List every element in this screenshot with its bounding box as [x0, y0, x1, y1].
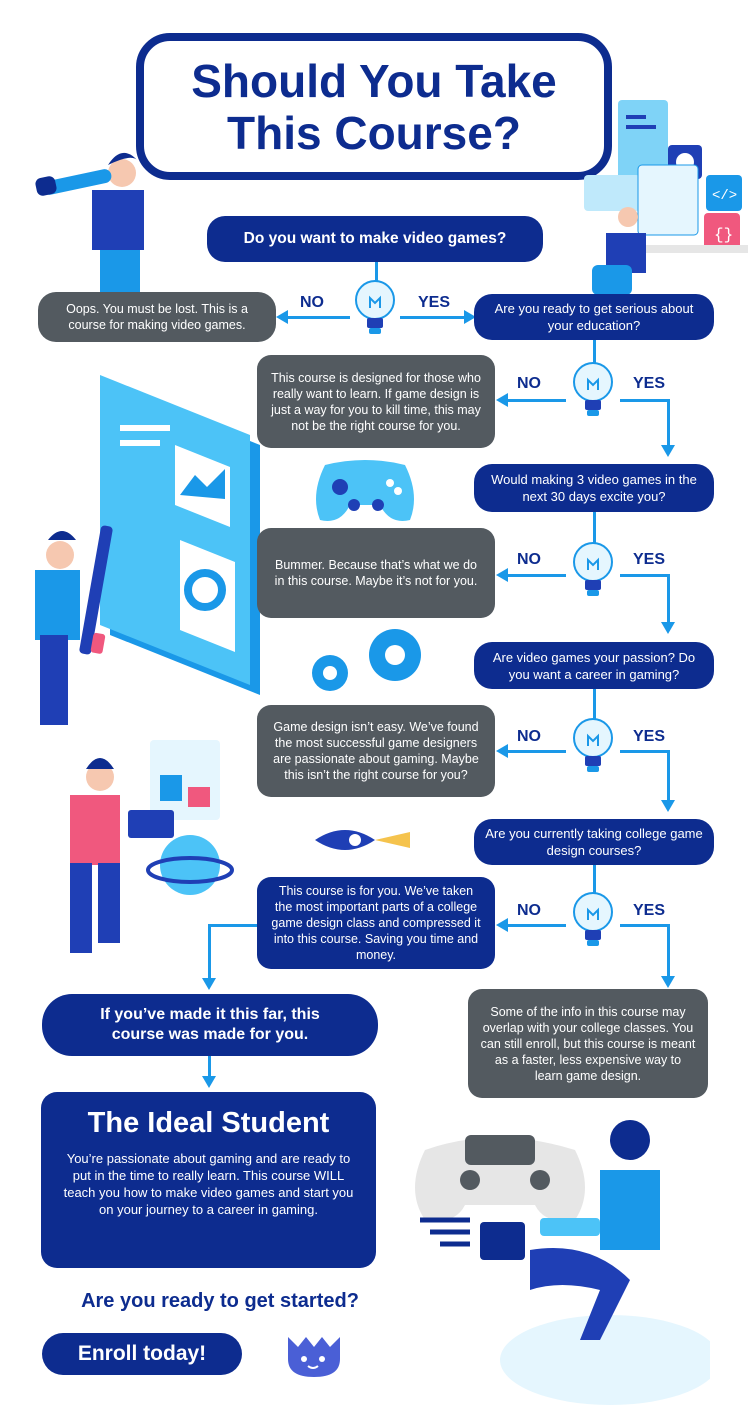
connector [620, 574, 670, 577]
connector [508, 399, 566, 402]
connector [508, 924, 566, 927]
lightbulb-icon [573, 362, 613, 416]
connector [375, 262, 378, 282]
arrow-no-4 [496, 744, 508, 758]
label-yes: YES [418, 294, 451, 311]
arrow-for-you [202, 978, 216, 990]
developer-desk-illustration: </> {} [584, 100, 748, 295]
lightbulb-icon [573, 892, 613, 946]
person-telescope-illustration [35, 152, 144, 295]
response-yes-college: Some of the info in this course may over… [468, 989, 708, 1098]
arrow-no-1 [276, 310, 288, 324]
connector [667, 574, 670, 622]
question-3: Would making 3 video games in the next 3… [474, 464, 714, 512]
label-yes: YES [633, 728, 666, 745]
ideal-student-card: The Ideal Student You’re passionate abou… [41, 1092, 376, 1268]
connector [208, 1056, 211, 1078]
label-yes: YES [633, 551, 666, 568]
page-title: Should You Take This Course? [191, 54, 557, 159]
question-1: Do you want to make video games? [207, 216, 543, 262]
arrow-no-3 [496, 568, 508, 582]
arrow-yes-3 [661, 622, 675, 634]
person-laptop-illustration [70, 740, 234, 953]
question-4: Are video games your passion? Do you wan… [474, 642, 714, 689]
arrow-ideal [202, 1076, 216, 1088]
svg-text:</>: </> [712, 188, 737, 204]
mascot-icon [288, 1337, 340, 1377]
arrow-yes-2 [661, 445, 675, 457]
response-no-2: This course is designed for those who re… [257, 355, 495, 448]
connector [208, 924, 211, 980]
connector [667, 399, 670, 445]
question-2: Are you ready to get serious about your … [474, 294, 714, 340]
made-for-you-banner: If you’ve made it this far, this course … [42, 994, 378, 1056]
ideal-student-body: You’re passionate about gaming and are r… [63, 1151, 354, 1217]
label-no: NO [517, 551, 541, 568]
lightbulb-icon [355, 280, 395, 334]
connector [620, 750, 670, 753]
arrow-no-2 [496, 393, 508, 407]
title-box: Should You Take This Course? [136, 33, 612, 180]
label-no: NO [517, 728, 541, 745]
arrow-no-5 [496, 918, 508, 932]
connector [508, 574, 566, 577]
arrow-yes-5 [661, 976, 675, 988]
connector [620, 399, 670, 402]
connector [593, 689, 596, 725]
response-no-3: Bummer. Because that’s what we do in thi… [257, 528, 495, 618]
connector [593, 340, 596, 370]
label-no: NO [517, 375, 541, 392]
rocket-icon [315, 830, 410, 850]
connector [593, 865, 596, 897]
connector [208, 924, 258, 927]
cta-question: Are you ready to get started? [81, 1290, 359, 1312]
label-no: NO [300, 294, 324, 311]
label-yes: YES [633, 902, 666, 919]
lightbulb-icon [573, 718, 613, 772]
connector [620, 924, 670, 927]
person-controller-illustration [415, 1120, 710, 1405]
enroll-button[interactable]: Enroll today! [42, 1333, 242, 1375]
arrow-yes-1 [464, 310, 476, 324]
connector [400, 316, 464, 319]
board-pencil-illustration [35, 375, 260, 725]
arrow-yes-4 [661, 800, 675, 812]
label-yes: YES [633, 375, 666, 392]
response-no-1: Oops. You must be lost. This is a course… [38, 292, 276, 342]
lightbulb-icon [573, 542, 613, 596]
connector [667, 750, 670, 800]
svg-text:{}: {} [714, 226, 733, 244]
response-for-you: This course is for you. We’ve taken the … [257, 877, 495, 969]
gears-icon [312, 629, 421, 691]
response-no-4: Game design isn’t easy. We’ve found the … [257, 705, 495, 797]
label-no: NO [517, 902, 541, 919]
connector [508, 750, 566, 753]
gamepad-icon [316, 460, 414, 521]
question-5: Are you currently taking college game de… [474, 819, 714, 865]
connector [288, 316, 350, 319]
connector [667, 924, 670, 978]
ideal-student-heading: The Ideal Student [87, 1107, 330, 1139]
connector [593, 512, 596, 548]
